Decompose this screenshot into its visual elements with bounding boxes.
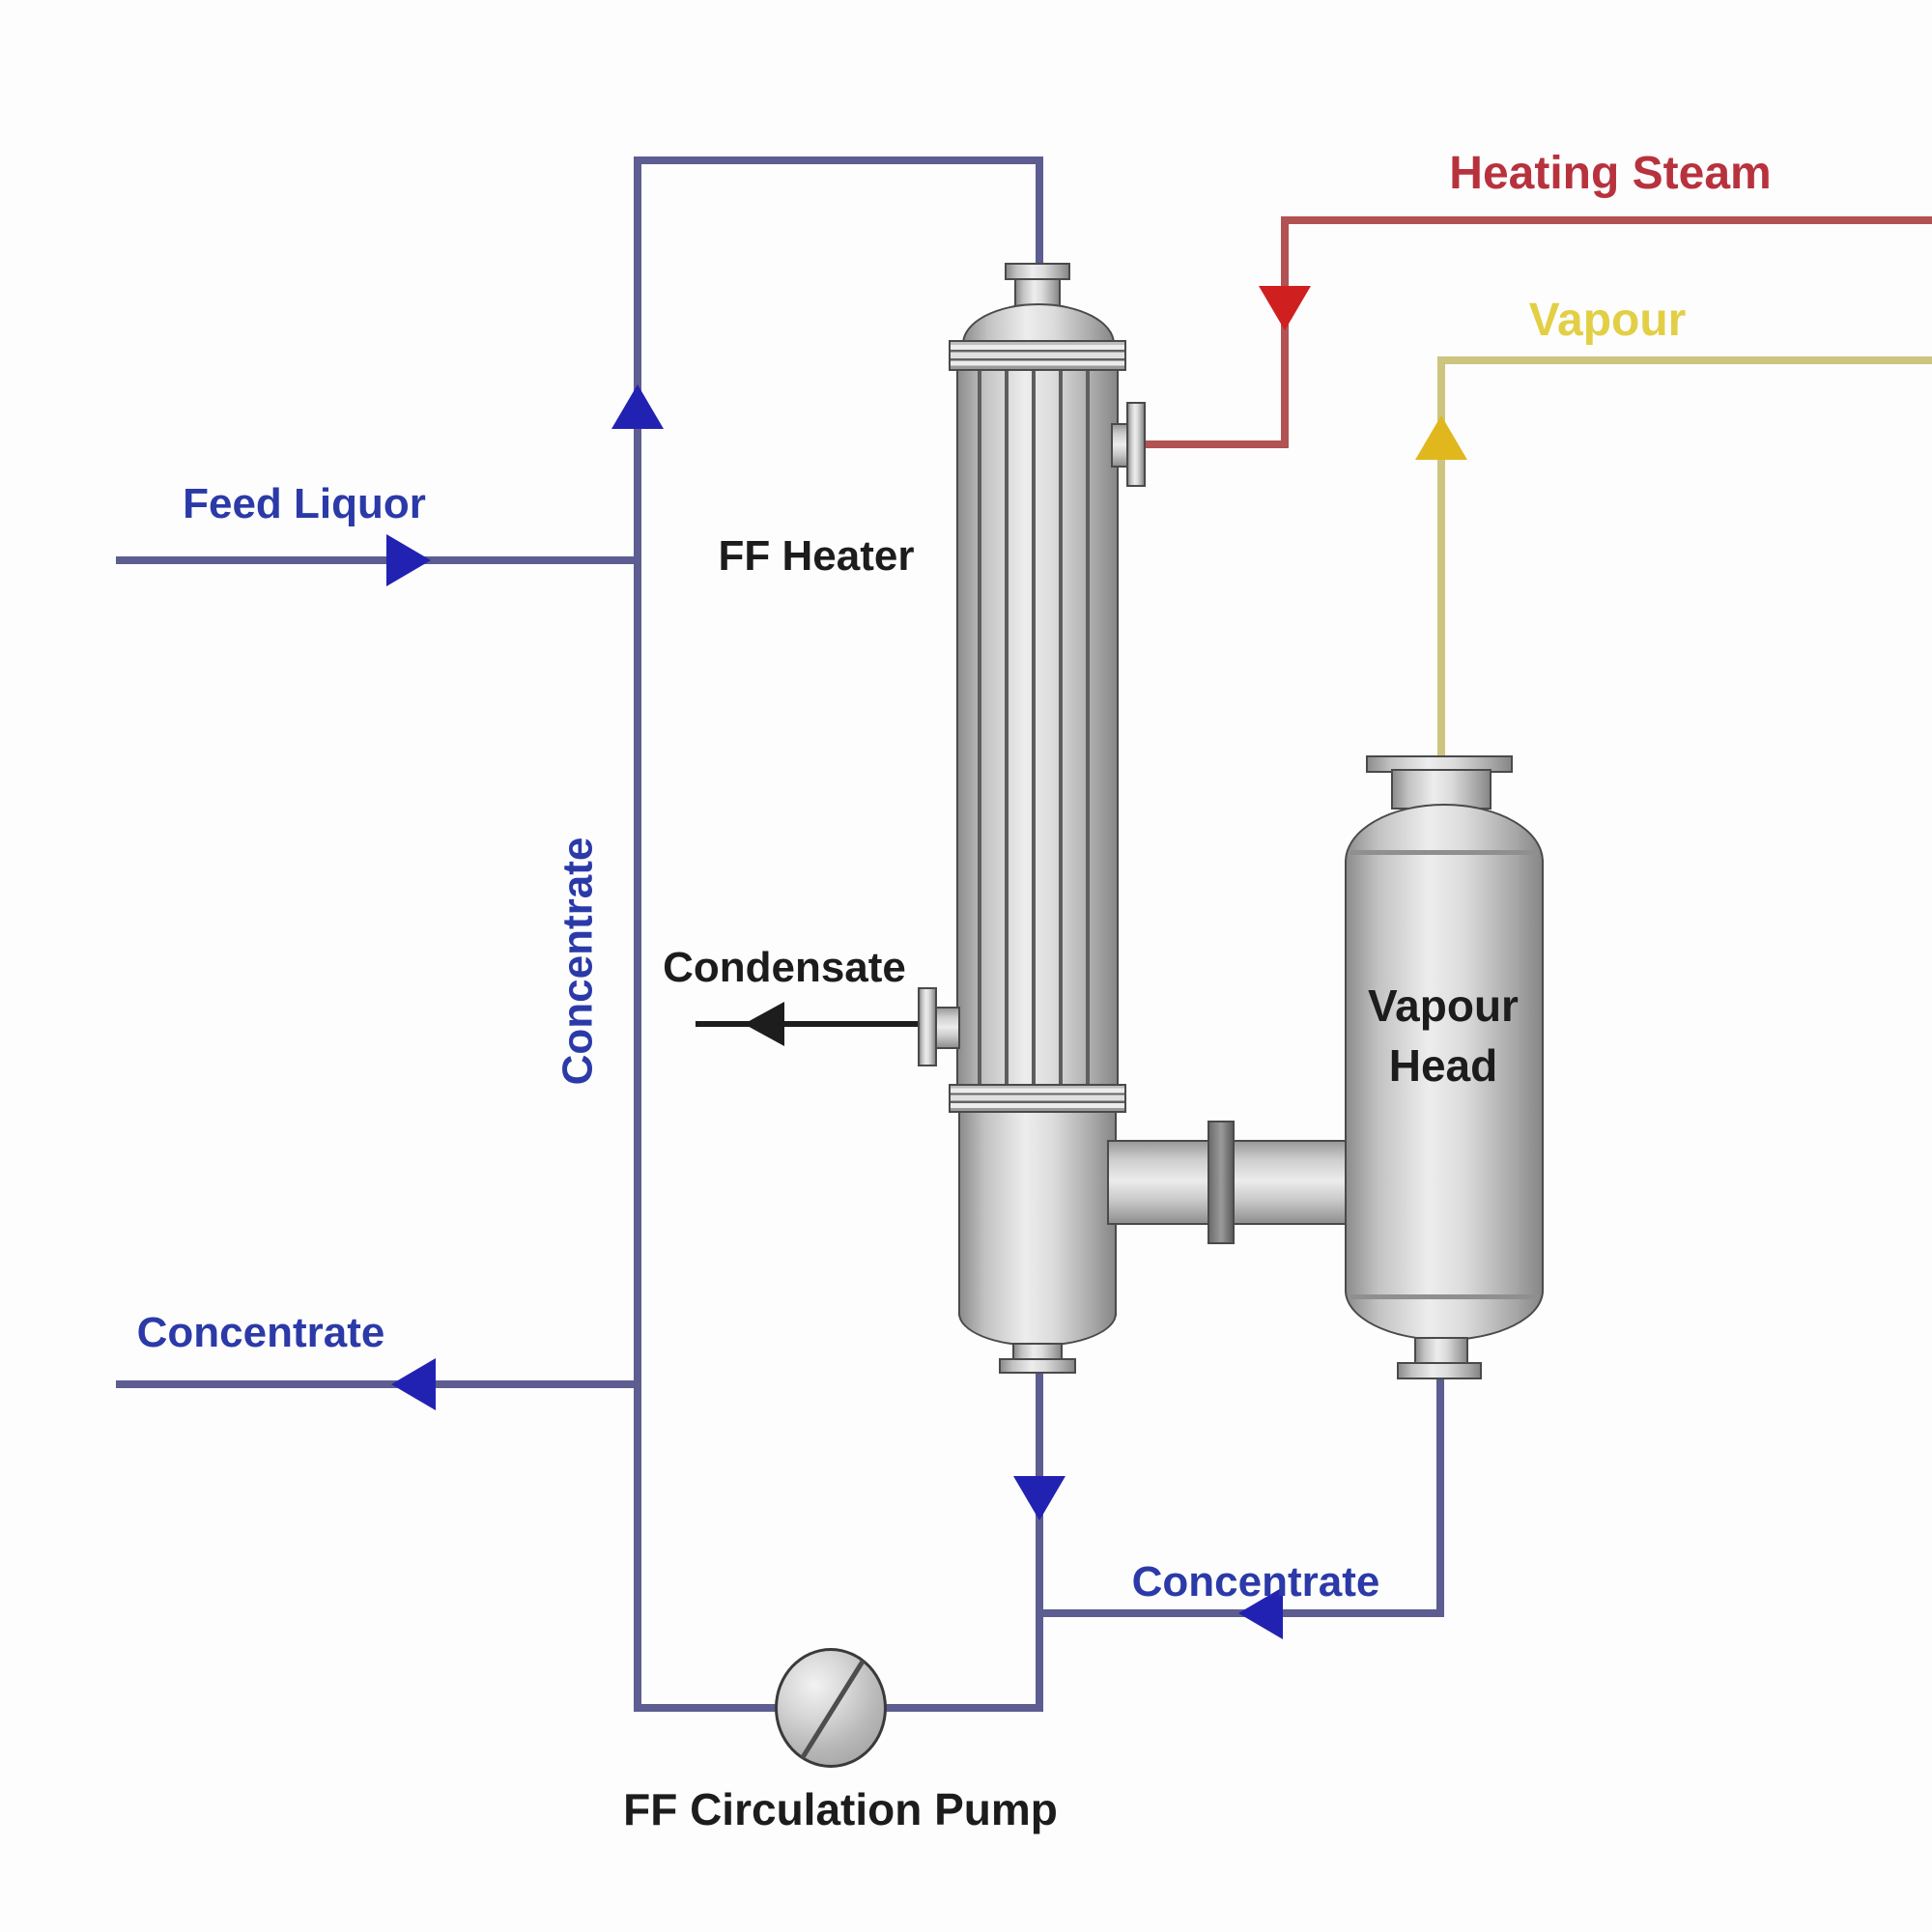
pipe-vapour-horizontal	[1437, 356, 1932, 364]
vapour-head-body	[1345, 804, 1544, 1341]
vapour-head-bottom-seam	[1350, 1294, 1538, 1299]
ff-heater-top-dome	[962, 303, 1115, 344]
pipe-concentrate-out	[116, 1380, 638, 1388]
pipe-heater-inlet	[1036, 156, 1043, 274]
label-condensate: Condensate	[663, 944, 906, 991]
ff-heater-bottom-flange-band	[949, 1084, 1126, 1113]
heater-tube	[1059, 371, 1063, 1084]
feed-liquor-arrow-icon	[386, 534, 431, 586]
heater-tube	[1086, 371, 1090, 1084]
label-concentrate-return: Concentrate	[1131, 1558, 1380, 1605]
heater-tube	[1005, 371, 1009, 1084]
label-ff-heater: FF Heater	[718, 532, 915, 580]
ff-heater-sump-dish	[958, 1312, 1117, 1347]
label-concentrate-riser: Concentrate	[554, 837, 602, 1086]
ff-heater-top-nozzle-neck	[1014, 278, 1061, 307]
heater-tube	[1032, 371, 1036, 1084]
circulation-pump	[775, 1648, 887, 1768]
concentrate-return-arrow-icon	[1238, 1587, 1283, 1639]
riser-up-arrow-icon	[611, 384, 664, 429]
ff-heater-sump	[958, 1111, 1117, 1316]
label-vapour-head: Vapour Head	[1368, 980, 1519, 1092]
pipe-concentrate-riser	[634, 156, 641, 1712]
pipe-heating-steam-stub	[1146, 440, 1289, 448]
heater-tube	[978, 371, 981, 1084]
ff-heater-steam-nozzle-flange	[1126, 402, 1146, 487]
vapour-up-arrow-icon	[1415, 415, 1467, 460]
pipe-vapour-vertical	[1437, 356, 1445, 760]
label-vapour: Vapour	[1528, 295, 1687, 346]
ff-heater-top-flange-band	[949, 340, 1126, 371]
heater-outlet-down-arrow-icon	[1013, 1476, 1065, 1520]
label-concentrate-out: Concentrate	[136, 1309, 385, 1356]
ff-heater-tube-bundle	[956, 369, 1119, 1086]
pipe-heating-steam-vertical	[1281, 216, 1289, 448]
pipe-feed-liquor	[116, 556, 638, 564]
ff-heater-condensate-nozzle-neck	[935, 1007, 960, 1049]
pipe-heating-steam-horizontal	[1281, 216, 1932, 224]
pipe-heater-outlet	[1036, 1370, 1043, 1712]
label-ff-circulation-pump: FF Circulation Pump	[623, 1784, 1058, 1834]
pipe-vapour-head-outlet	[1436, 1379, 1444, 1617]
label-heating-steam: Heating Steam	[1449, 148, 1772, 199]
ff-heater-condensate-nozzle-flange	[918, 987, 937, 1066]
pipe-condensate	[696, 1021, 927, 1027]
concentrate-out-arrow-icon	[391, 1358, 436, 1410]
condensate-arrow-icon	[744, 1002, 784, 1046]
label-feed-liquor: Feed Liquor	[183, 480, 426, 527]
vapour-head-top-neck	[1391, 769, 1492, 810]
pipe-top-loop	[634, 156, 1043, 164]
vapour-head-top-seam	[1350, 850, 1538, 855]
pump-impeller-line	[800, 1660, 866, 1759]
vapour-head-bottom-flange	[1397, 1362, 1482, 1379]
duct-flange	[1208, 1121, 1235, 1244]
heating-steam-down-arrow-icon	[1259, 286, 1311, 330]
ff-heater-bottom-nozzle-flange	[999, 1358, 1076, 1374]
